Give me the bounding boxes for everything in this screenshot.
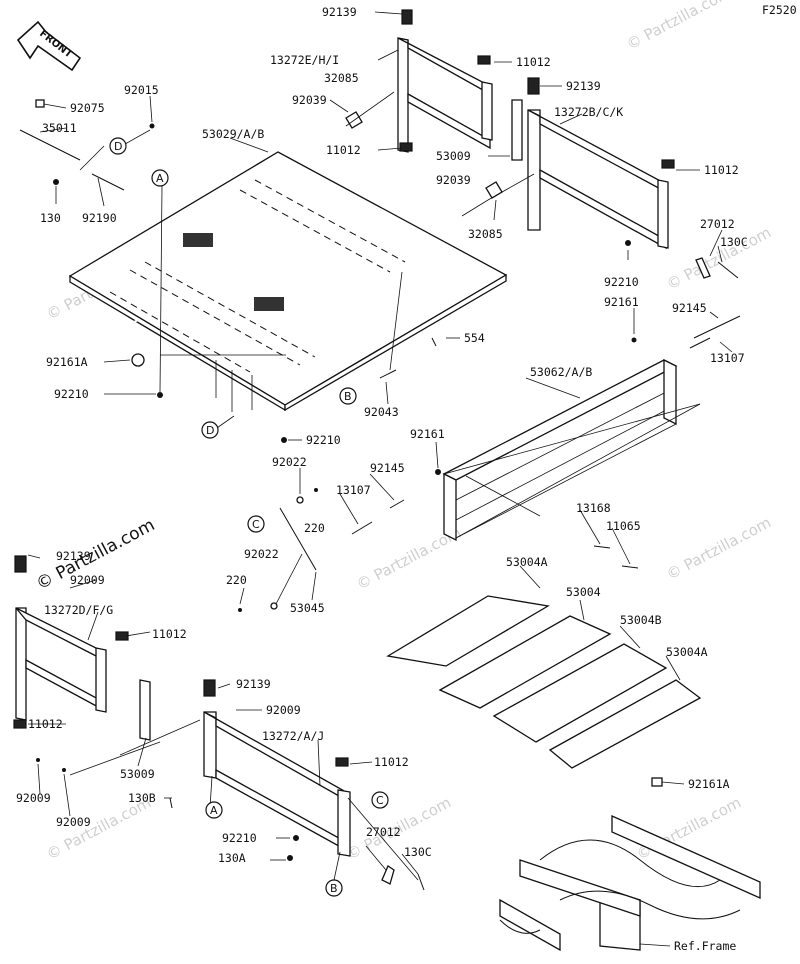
ref-marker: C: [376, 794, 384, 807]
part-label: 92022: [244, 547, 279, 561]
part-label: 13272/A/J: [262, 729, 324, 743]
part-label: 13272E/H/I: [270, 53, 339, 67]
gate-panel-rear-right: [485, 77, 675, 250]
part-label: 92139: [236, 677, 271, 691]
part-label: 53009: [120, 767, 155, 781]
part-label: 554: [464, 331, 485, 345]
part-label: 92043: [364, 405, 399, 419]
part-label: 53004A: [506, 555, 548, 569]
part-label: 92190: [82, 211, 117, 225]
tailgate: [442, 358, 701, 542]
part-label: 92009: [70, 573, 105, 587]
ref-marker: D: [114, 140, 122, 153]
part-label: 92075: [70, 101, 105, 115]
front-arrow-icon: FRONT: [16, 20, 82, 72]
figure-code: F2520: [762, 3, 797, 17]
part-label: 27012: [366, 825, 401, 839]
hardware: [19, 99, 741, 891]
part-label: 92009: [266, 703, 301, 717]
part-label: 11012: [516, 55, 551, 69]
part-label: 92145: [370, 461, 405, 475]
watermark-text: © Partzilla.com: [663, 223, 774, 293]
part-label: 11012: [704, 163, 739, 177]
ref-marker: A: [156, 172, 164, 185]
gate-panel-rear-left: [345, 9, 493, 153]
reference-markers: D A B D C A C B: [109, 137, 389, 897]
part-label: 92139: [566, 79, 601, 93]
part-label: 32085: [468, 227, 503, 241]
part-label: 13168: [576, 501, 611, 515]
cargo-bed-deck: [68, 151, 508, 412]
part-label: 53029/A/B: [202, 127, 264, 141]
part-label: 35011: [42, 121, 77, 135]
part-label: 53045: [290, 601, 325, 615]
ref-frame-label: Ref.Frame: [674, 939, 736, 953]
part-label: 92161: [410, 427, 445, 441]
watermark-text: © Partzilla.com: [663, 513, 774, 583]
part-label: 11012: [326, 143, 361, 157]
part-label: 92022: [272, 455, 307, 469]
part-label: 92161A: [46, 355, 88, 369]
part-label: 92210: [604, 275, 639, 289]
bed-mats: [386, 595, 702, 769]
part-label: 92015: [124, 83, 159, 97]
part-label: 92039: [292, 93, 327, 107]
part-label: 53004: [566, 585, 601, 599]
part-label: 13107: [336, 483, 371, 497]
part-label: 92210: [306, 433, 341, 447]
gate-panel-front-right: [203, 679, 395, 885]
part-label: 53004A: [666, 645, 708, 659]
part-label: 11012: [152, 627, 187, 641]
part-label: 92039: [436, 173, 471, 187]
part-label: 92161A: [688, 777, 730, 791]
ref-marker: B: [344, 390, 352, 403]
part-label: 130C: [404, 845, 432, 859]
part-label: 92009: [56, 815, 91, 829]
part-label: 92139: [322, 5, 357, 19]
part-label: 13272B/C/K: [554, 105, 623, 119]
part-label: 92210: [222, 831, 257, 845]
part-label: 130B: [128, 791, 156, 805]
part-label: 13107: [710, 351, 745, 365]
gate-panel-front-left: [13, 555, 151, 741]
part-label: 32085: [324, 71, 359, 85]
part-label: 92161: [604, 295, 639, 309]
watermark-text: © Partzilla.com: [623, 0, 734, 54]
part-label: 92139: [56, 549, 91, 563]
part-label: 53004B: [620, 613, 662, 627]
ref-marker: D: [206, 424, 214, 437]
part-label: 130C: [720, 235, 748, 249]
part-label: 13272D/F/G: [44, 603, 113, 617]
part-label: 92210: [54, 387, 89, 401]
part-label: 92009: [16, 791, 51, 805]
ref-marker: C: [252, 518, 260, 531]
part-label: 11012: [374, 755, 409, 769]
part-label: 220: [304, 521, 325, 535]
part-label: 92145: [672, 301, 707, 315]
part-labels: 92139 13272E/H/I 11012 32085 92039 11012…: [16, 5, 748, 953]
part-label: 220: [226, 573, 247, 587]
frame: [499, 777, 761, 952]
part-label: 11012: [28, 717, 63, 731]
part-label: 53062/A/B: [530, 365, 592, 379]
part-label: 130: [40, 211, 61, 225]
leader-lines: [27, 11, 733, 947]
part-label: 27012: [700, 217, 735, 231]
part-label: 130A: [218, 851, 246, 865]
ref-marker: B: [330, 882, 338, 895]
ref-marker: A: [210, 804, 218, 817]
part-label: 53009: [436, 149, 471, 163]
part-label: 11065: [606, 519, 641, 533]
